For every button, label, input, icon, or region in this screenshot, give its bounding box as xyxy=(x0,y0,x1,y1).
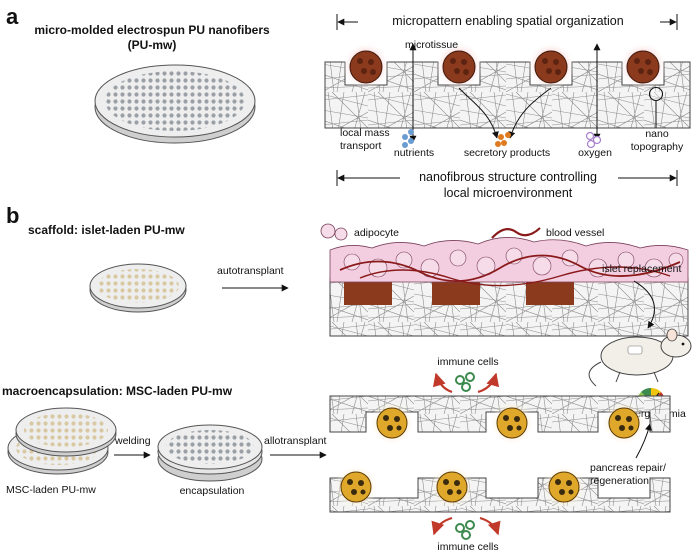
msc-spheroid-bottom-2 xyxy=(430,465,474,509)
adipocyte-label: adipocyte xyxy=(354,227,399,239)
secretory-products-icon xyxy=(495,132,511,147)
allotransplant-label: allotransplant xyxy=(264,435,327,447)
welding-label: welding xyxy=(114,435,151,447)
msc-laden-discs xyxy=(7,407,117,475)
msc-spheroid-top-3 xyxy=(602,401,646,445)
nutrients-label: nutrients xyxy=(394,147,434,159)
pancreas-repair-line1: pancreas repair/ xyxy=(590,462,666,474)
pu-mw-disc xyxy=(94,64,256,144)
panel-a-title-line2: (PU-mw) xyxy=(128,38,177,52)
oxygen-label: oxygen xyxy=(578,147,612,159)
panel-a-title-line1: micro-molded electrospun PU nanofibers xyxy=(34,23,270,37)
immune-cells-bottom-label: immune cells xyxy=(437,541,498,553)
islet-replacement-arrow xyxy=(633,280,655,329)
microtissue-a-2 xyxy=(435,42,483,90)
microtissue-a-4 xyxy=(619,42,667,90)
macro-title: macroencapsulation: MSC-laden PU-mw xyxy=(2,384,233,398)
nanofibrous-line1: nanofibrous structure controlling xyxy=(419,170,597,184)
immune-repel-arrow-top-left xyxy=(432,372,453,394)
msc-spheroid-top-1 xyxy=(370,401,414,445)
immune-repel-arrow-bottom-right xyxy=(479,516,501,536)
nano-label-line1: nano xyxy=(645,128,669,140)
blood-vessel-label: blood vessel xyxy=(546,227,604,239)
microtissue-a-3 xyxy=(527,42,575,90)
mouse-icon xyxy=(588,328,692,387)
islet-implant-section xyxy=(329,237,689,337)
immune-cells-bottom-icon xyxy=(455,520,475,540)
nano-topography-lens xyxy=(648,86,664,102)
encapsulation-device xyxy=(157,424,263,482)
msc-spheroid-bottom-1 xyxy=(334,465,378,509)
panel-b-letter: b xyxy=(6,203,19,228)
msc-laden-label: MSC-laden PU-mw xyxy=(6,484,96,496)
secretory-arrow-2 xyxy=(508,87,552,139)
immune-repel-arrow-top-right xyxy=(477,372,500,394)
microtissue-label: microtissue xyxy=(405,39,458,51)
secretory-products-label: secretory products xyxy=(464,147,550,159)
islet-replacement-label: islet replacement xyxy=(602,263,681,275)
local-mass-line2: transport xyxy=(340,140,382,152)
immune-repel-arrow-bottom-left xyxy=(431,516,453,536)
autotransplant-label: autotransplant xyxy=(217,265,284,277)
oxygen-icon xyxy=(585,131,602,149)
immune-cells-top-icon xyxy=(455,372,475,392)
islet-laden-disc xyxy=(89,263,187,313)
secretory-arrow-1 xyxy=(458,87,499,139)
blood-vessel-icon xyxy=(491,227,541,239)
pancreas-repair-line2: regeneration xyxy=(590,475,649,487)
msc-spheroid-bottom-3 xyxy=(542,465,586,509)
nutrients-icon xyxy=(402,129,414,148)
msc-spheroid-top-2 xyxy=(490,401,534,445)
microtissue-a-1 xyxy=(342,42,390,90)
nanofibrous-line2: local microenvironment xyxy=(444,186,573,200)
local-mass-line1: local mass xyxy=(340,127,390,139)
device-top-layer xyxy=(329,395,671,433)
adipocyte-icon xyxy=(320,223,348,241)
scaffold-title: scaffold: islet-laden PU-mw xyxy=(28,223,185,237)
nano-label-line2: topography xyxy=(631,141,684,153)
panel-a-letter: a xyxy=(6,4,19,29)
micropattern-label: micropattern enabling spatial organizati… xyxy=(392,14,623,28)
encapsulation-label: encapsulation xyxy=(180,485,245,497)
pancreas-repair-arrow xyxy=(635,423,652,459)
immune-cells-top-label: immune cells xyxy=(437,356,498,368)
